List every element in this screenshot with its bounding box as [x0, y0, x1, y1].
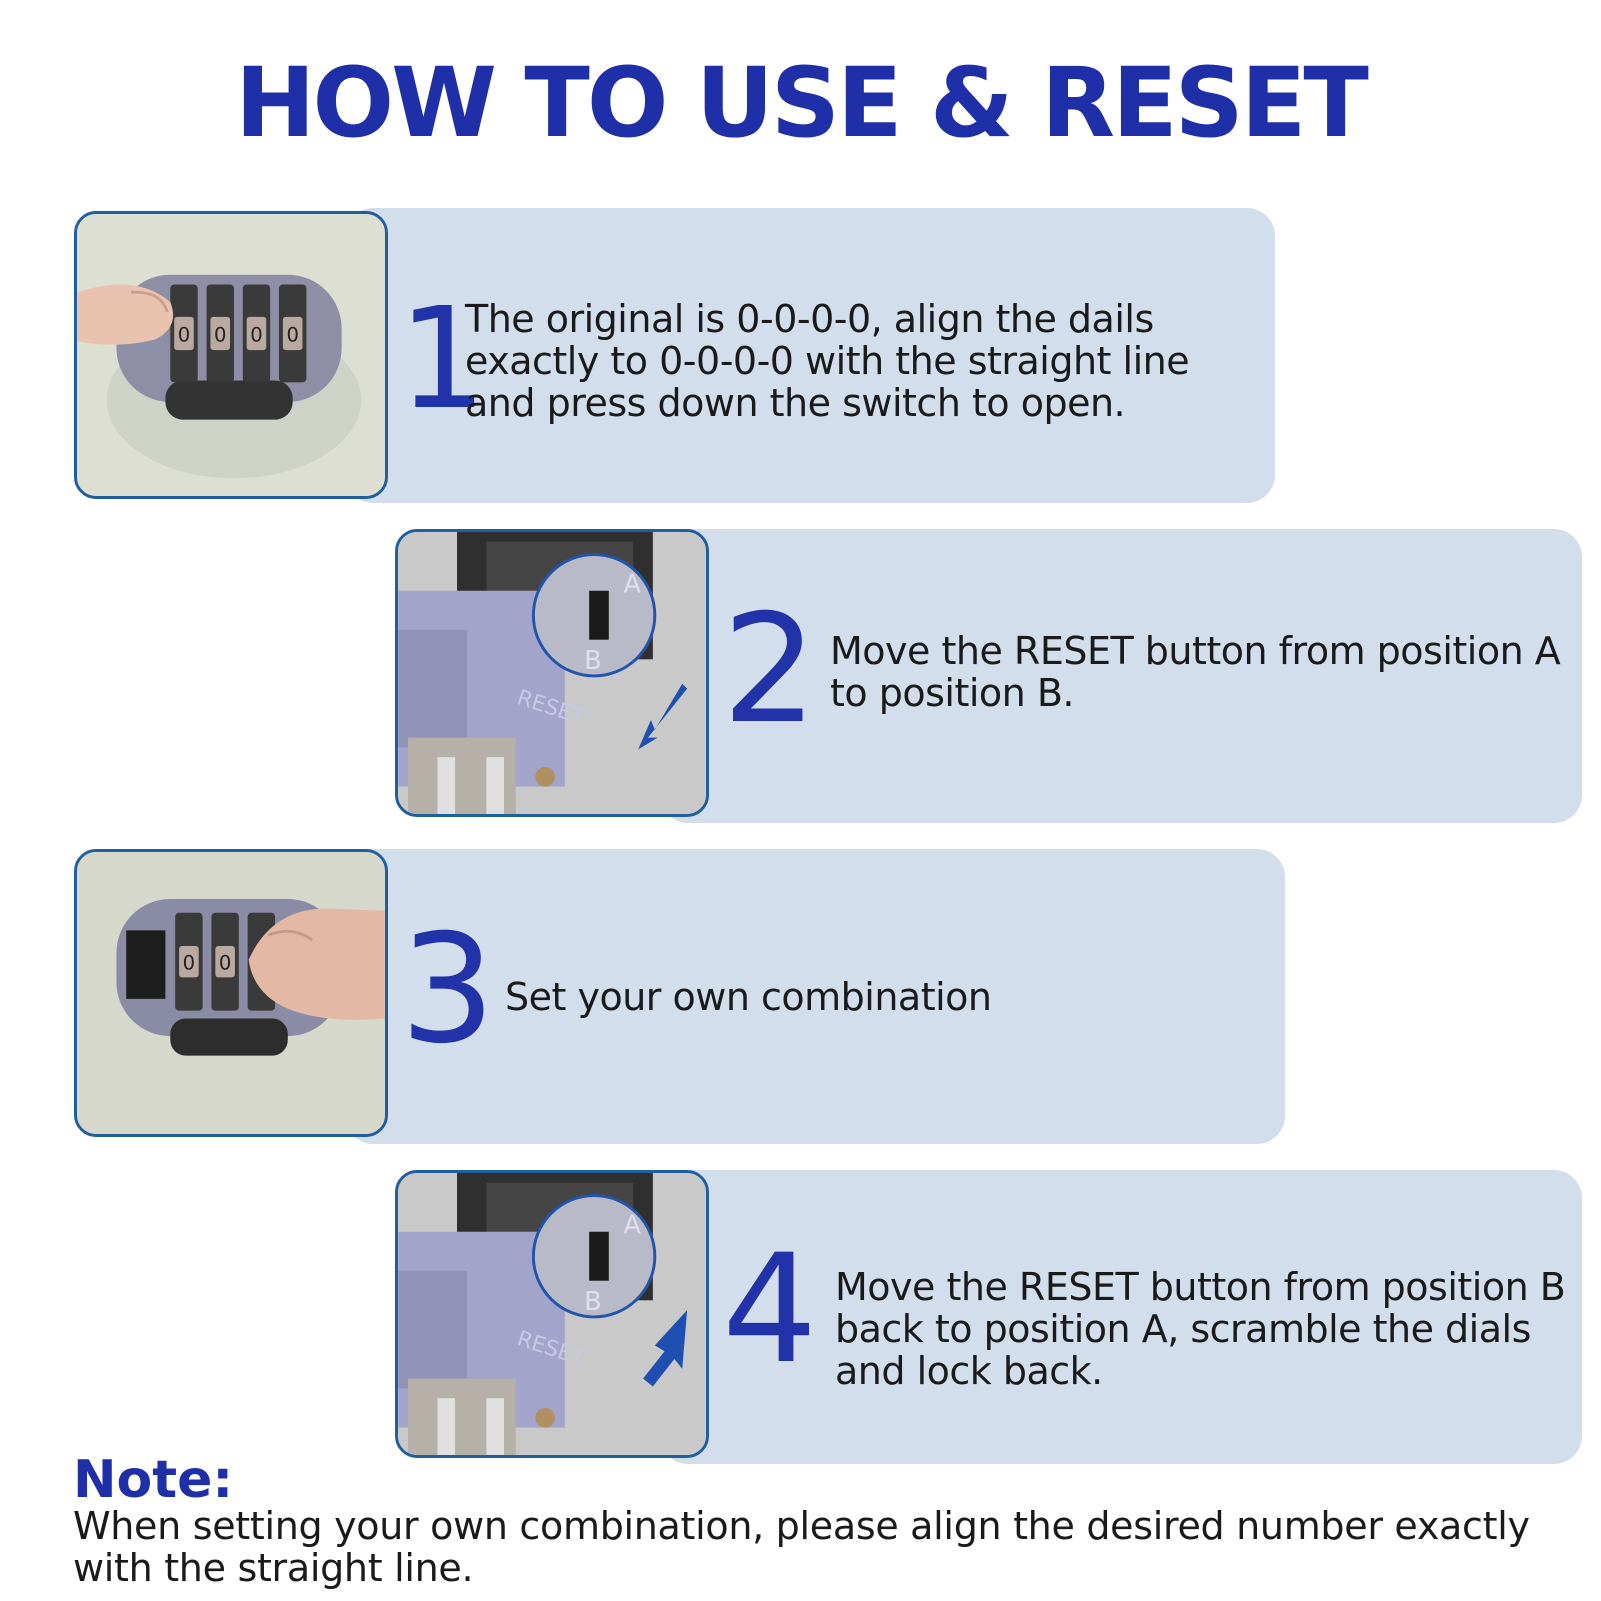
step-1-panel: [345, 208, 1275, 503]
step-3-text: Set your own combination: [505, 975, 992, 1019]
step-3-number: 3: [400, 903, 496, 1077]
dial-digit: 0: [219, 952, 231, 975]
step-2-photo-reset-a-to-b: RESET A B: [395, 529, 709, 817]
step-4-panel: [660, 1170, 1582, 1464]
label-a: A: [623, 1211, 641, 1241]
step-1-photo-dials: 0 0 0 0: [74, 211, 388, 499]
set-combination-photo: 0 0: [77, 852, 385, 1134]
step-2-number: 2: [722, 583, 818, 757]
dial-digit: 0: [250, 323, 262, 346]
step-3-photo-set-combination: 0 0: [74, 849, 388, 1137]
step-4-number: 4: [722, 1223, 818, 1397]
step-4-photo-reset-b-to-a: RESET A B: [395, 1170, 709, 1458]
dial-digit: 0: [286, 323, 298, 346]
label-a: A: [623, 570, 641, 600]
step-1-text: The original is 0-0-0-0, align the dails…: [465, 297, 1190, 425]
arrow-down-icon: [638, 683, 688, 750]
page-title: HOW TO USE & RESET: [235, 47, 1369, 159]
step-4-text: Move the RESET button from position B ba…: [835, 1265, 1566, 1393]
step-2-text: Move the RESET button from position A to…: [830, 629, 1561, 715]
note-title: Note:: [73, 1450, 234, 1510]
step-1-number: 1: [398, 278, 488, 441]
step-2-panel: [660, 529, 1582, 823]
note-text: When setting your own combination, pleas…: [73, 1504, 1530, 1590]
dial-digit: 0: [183, 952, 195, 975]
dial-lock-photo: 0 0 0 0: [77, 214, 385, 496]
dial-digit: 0: [214, 323, 226, 346]
dial-digit: 0: [178, 323, 190, 346]
reset-switch-photo: RESET A B: [398, 532, 706, 814]
step-3-panel: [345, 849, 1285, 1144]
arrow-up-icon: [643, 1310, 688, 1387]
reset-switch-photo: RESET A B: [398, 1173, 706, 1455]
label-b: B: [584, 1287, 601, 1317]
label-b: B: [584, 646, 601, 676]
